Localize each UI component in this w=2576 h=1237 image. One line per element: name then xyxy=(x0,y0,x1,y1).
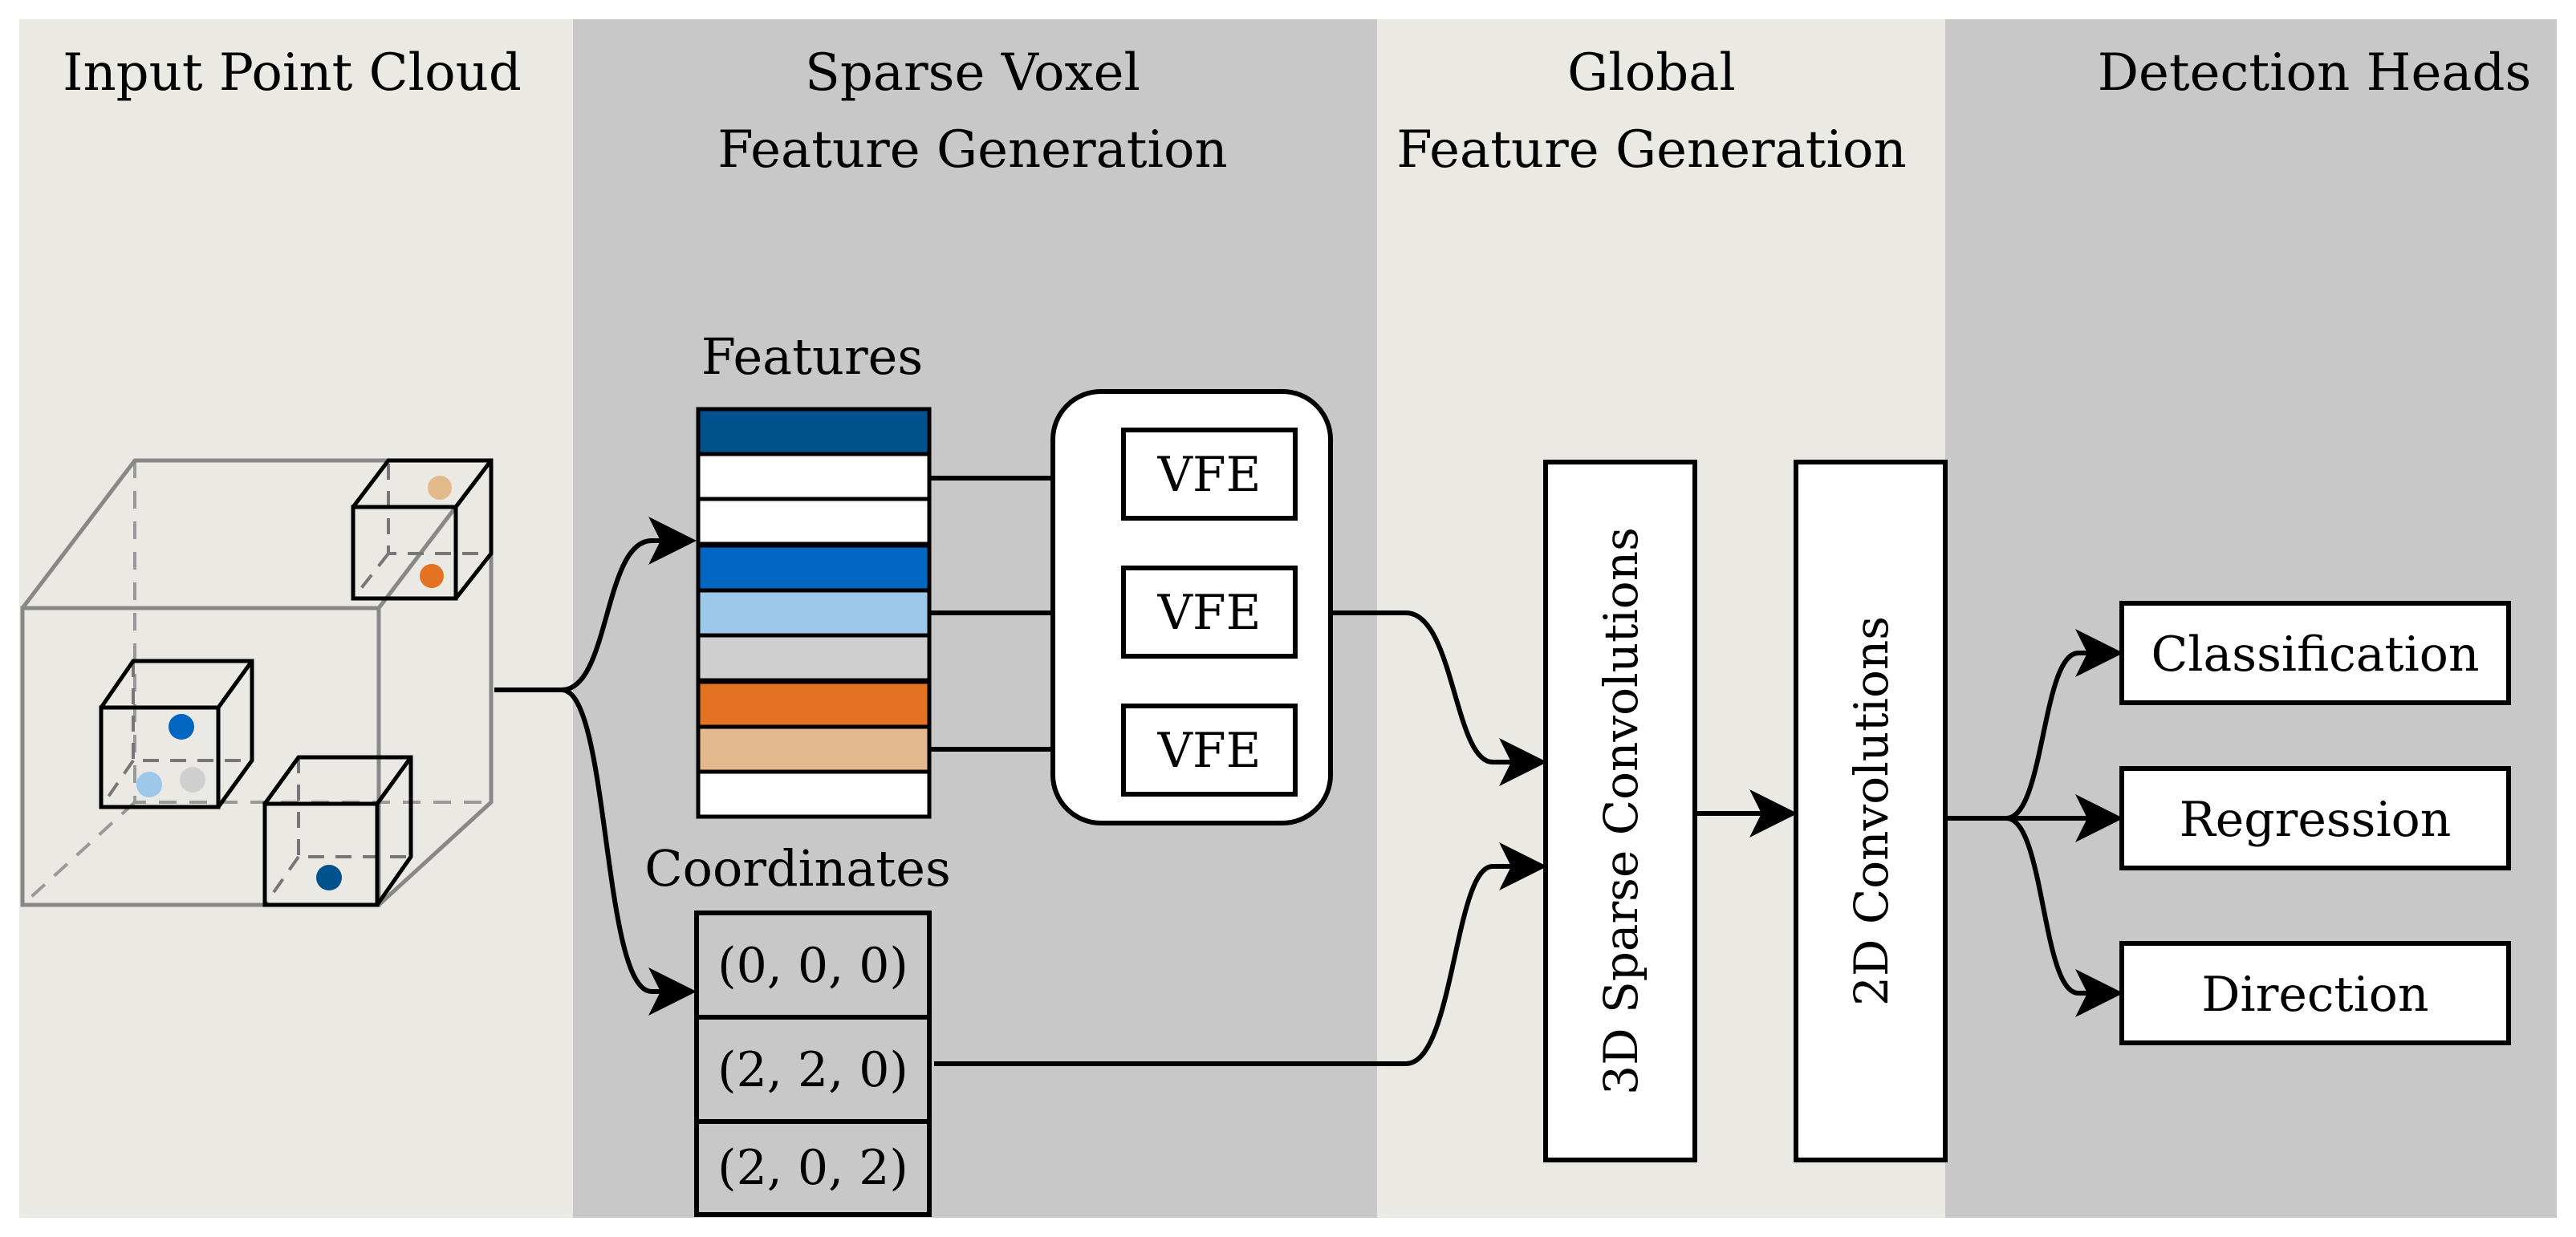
coordinate-value: (2, 2, 0) xyxy=(717,1042,908,1098)
head-direction: Direction xyxy=(2119,941,2511,1045)
stage-title-detection-heads: Detection Heads xyxy=(2098,43,2532,103)
sparse-3d-conv-label: 3D Sparse Convolutions xyxy=(1594,527,1648,1095)
coordinate-row xyxy=(694,911,932,1020)
arrow-head xyxy=(934,842,1547,1066)
conv-2d-label: 2D Convolutions xyxy=(1844,616,1899,1006)
arrow-head xyxy=(2005,629,2123,821)
point-dot-icon xyxy=(316,865,342,890)
sparse-3d-conv-box xyxy=(1543,460,1697,1162)
arrow-head xyxy=(561,687,697,1016)
feature-strip xyxy=(696,724,932,774)
coordinate-row xyxy=(694,1119,932,1217)
voxel-cube-icon xyxy=(99,659,254,809)
conv-2d-box xyxy=(1794,460,1948,1162)
vfe-label-1: VFE xyxy=(1157,447,1262,503)
coordinates-label: Coordinates xyxy=(644,839,951,898)
feature-strip xyxy=(696,497,932,546)
feature-strip xyxy=(696,543,932,593)
arrow-head xyxy=(2005,816,2123,1017)
head-label-classification: Classification xyxy=(2151,627,2479,683)
voxel-cube-icon xyxy=(351,458,494,601)
stage-title-sparse-voxel-line1: Sparse Voxel xyxy=(805,43,1140,103)
features-label: Features xyxy=(701,327,923,386)
feature-strip xyxy=(696,588,932,638)
feature-strip xyxy=(696,407,932,456)
feature-strip xyxy=(696,633,932,683)
arrow-head xyxy=(561,517,697,692)
head-classification: Classification xyxy=(2119,601,2511,705)
feature-strip xyxy=(696,769,932,819)
vfe-box-1: VFE xyxy=(1121,428,1298,521)
arrow-head xyxy=(1331,610,1547,786)
stage-title-input: Input Point Cloud xyxy=(63,43,522,103)
stage-title-global-line2: Feature Generation xyxy=(1396,120,1906,180)
voxel-cube-icon xyxy=(262,755,413,907)
feature-strip xyxy=(696,452,932,501)
point-dot-icon xyxy=(428,476,452,500)
coordinate-value: (2, 0, 2) xyxy=(717,1140,908,1196)
point-dot-icon xyxy=(169,714,194,740)
head-label-direction: Direction xyxy=(2201,967,2428,1023)
head-regression: Regression xyxy=(2119,766,2511,870)
point-dot-icon xyxy=(420,564,444,588)
point-cloud-illustration xyxy=(20,458,494,907)
vfe-label-3: VFE xyxy=(1157,723,1262,779)
panel-input-point-cloud xyxy=(19,19,573,1218)
coordinate-value: (0, 0, 0) xyxy=(717,938,908,994)
features-stack xyxy=(696,407,932,819)
stage-title-sparse-voxel-line2: Feature Generation xyxy=(717,120,1227,180)
coordinates-table: (0, 0, 0) (2, 2, 0) (2, 0, 2) xyxy=(694,911,932,1217)
head-label-regression: Regression xyxy=(2180,792,2452,848)
vfe-box-3: VFE xyxy=(1121,704,1298,797)
stage-title-global-line1: Global xyxy=(1567,43,1736,103)
coordinate-row xyxy=(694,1015,932,1124)
point-dot-icon xyxy=(136,772,162,797)
vfe-box-2: VFE xyxy=(1121,566,1298,659)
vfe-label-2: VFE xyxy=(1157,585,1262,641)
feature-strip xyxy=(696,679,932,729)
point-dot-icon xyxy=(180,767,205,793)
